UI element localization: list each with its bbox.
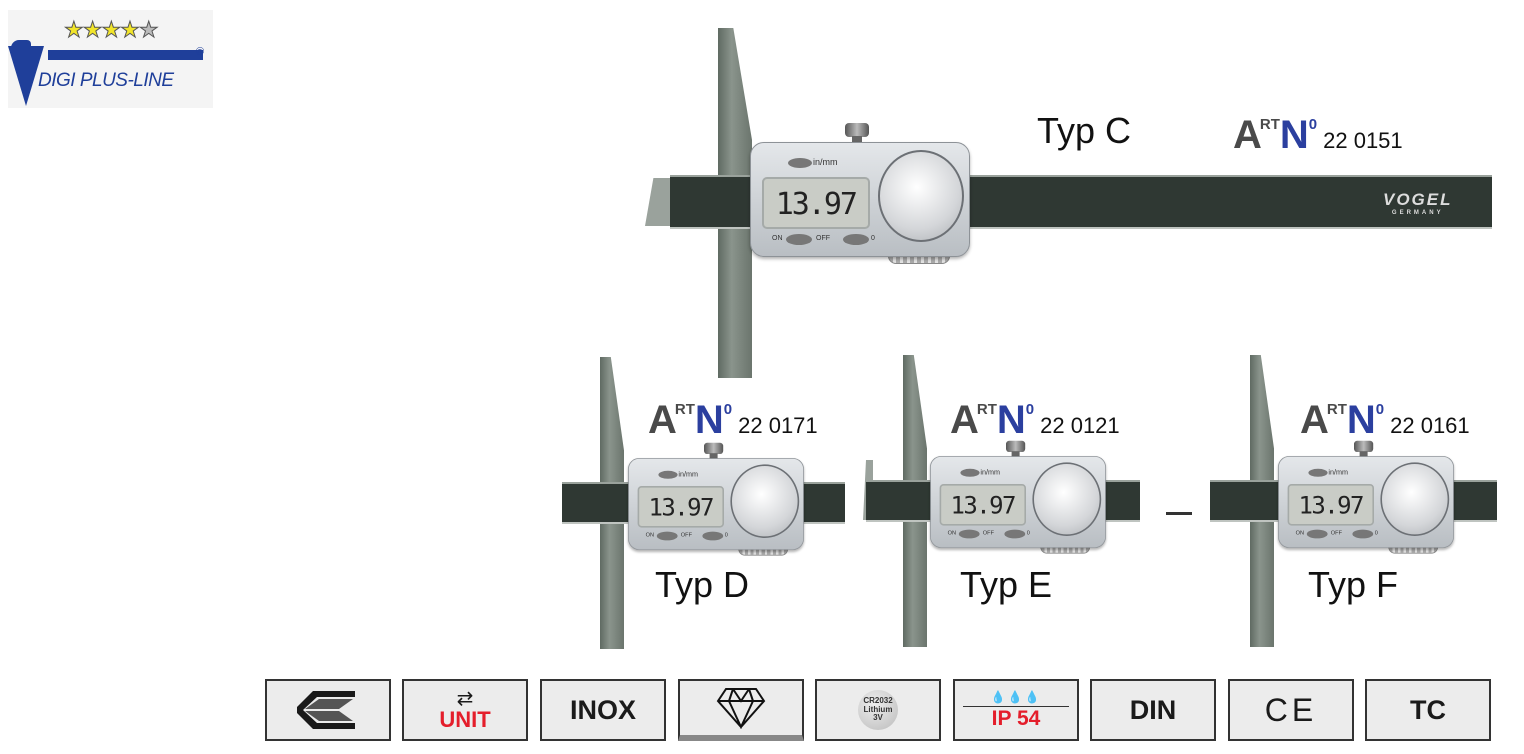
in-mm-button[interactable]	[658, 470, 678, 479]
inox-label: INOX	[569, 694, 636, 725]
in-mm-button[interactable]	[960, 468, 980, 477]
unit-label: UNIT	[439, 707, 491, 732]
unit-switch-icon: ⇄ UNIT	[402, 679, 528, 741]
battery-voltage: 3V	[873, 713, 883, 723]
logo-bar	[48, 50, 203, 60]
water-drops-icon: 💧💧💧	[990, 690, 1042, 704]
ip-label: IP 54	[991, 707, 1041, 730]
digital-display-unit: in/mm 13.97 ON OFF 0	[628, 442, 804, 556]
diamond-icon	[678, 679, 804, 741]
knob-stem	[1011, 451, 1020, 458]
digi-plus-line-logo: ★★★★★ ® DIGI PLUS-LINE	[8, 10, 213, 108]
lcd-screen: 13.97	[637, 486, 724, 528]
ip-rating-icon: 💧💧💧 IP 54	[953, 679, 1079, 741]
on-label: ON	[772, 235, 783, 242]
tc-icon: TC	[1365, 679, 1491, 741]
digital-display-unit: in/mm 13.97 ON OFF 0	[1278, 440, 1454, 554]
off-label: OFF	[816, 235, 830, 242]
battery-chem: Lithium	[863, 704, 893, 714]
thumb-grip	[1380, 462, 1450, 536]
zero-button[interactable]	[702, 531, 724, 541]
lcd-screen: 13.97	[1287, 484, 1374, 526]
on-off-button[interactable]	[656, 531, 678, 541]
type-label: Typ E	[960, 564, 1053, 605]
tc-label: TC	[1410, 694, 1446, 725]
on-label: ON	[645, 532, 654, 538]
measuring-pin	[1166, 512, 1192, 515]
battery-type: CR2032	[863, 696, 893, 706]
thumb-grip	[1032, 462, 1102, 536]
din-icon: DIN	[1090, 679, 1216, 741]
article-number: ARTN022 0171	[648, 398, 818, 442]
type-label: Typ C	[1037, 110, 1132, 151]
lock-knob[interactable]	[704, 442, 724, 454]
zero-label: 0	[1374, 530, 1378, 536]
lcd-reading: 13.97	[775, 187, 858, 222]
on-off-button[interactable]	[958, 529, 980, 539]
zero-label: 0	[1026, 530, 1030, 536]
on-label: ON	[1295, 530, 1304, 536]
lock-knob[interactable]	[1354, 440, 1374, 452]
zero-button[interactable]	[1004, 529, 1026, 539]
din-label: DIN	[1129, 694, 1177, 725]
in-mm-label: in/mm	[1328, 468, 1348, 476]
logo-v-mark	[8, 46, 44, 106]
lcd-screen: 13.97	[939, 484, 1026, 526]
lcd-reading: 13.97	[950, 492, 1017, 520]
ce-label: CE	[1264, 691, 1318, 728]
type-label: Typ D	[655, 564, 750, 605]
zero-button[interactable]	[843, 234, 869, 245]
zero-label: 0	[724, 532, 728, 538]
off-label: OFF	[982, 530, 994, 536]
type-label: Typ F	[1308, 564, 1399, 605]
inox-icon: INOX	[540, 679, 666, 741]
lcd-reading: 13.97	[1298, 492, 1365, 520]
thumb-grip	[730, 464, 800, 538]
on-off-button[interactable]	[1306, 529, 1328, 539]
swap-arrows-icon: ⇄	[456, 688, 474, 710]
knob-stem	[709, 453, 718, 460]
in-mm-button[interactable]	[1308, 468, 1328, 477]
on-off-button[interactable]	[786, 234, 812, 245]
rating-stars: ★★★★★	[64, 17, 160, 42]
in-mm-label: in/mm	[980, 468, 1000, 476]
article-number: ARTN022 0151	[1233, 113, 1403, 157]
knob-stem	[852, 136, 862, 144]
bar-tip	[645, 178, 673, 226]
digital-display-unit: in/mm 13.97 ON OFF 0	[750, 123, 970, 264]
zero-button[interactable]	[1352, 529, 1374, 539]
thumb-grip	[878, 150, 964, 242]
digital-display-unit: in/mm 13.97 ON OFF 0	[930, 440, 1106, 554]
knob-stem	[1359, 451, 1368, 458]
in-mm-label: in/mm	[813, 157, 838, 167]
article-number: ARTN022 0121	[950, 398, 1120, 442]
case-icon	[265, 679, 391, 741]
zero-label: 0	[871, 235, 875, 242]
logo-text: DIGI PLUS-LINE	[38, 70, 174, 91]
off-label: OFF	[680, 532, 692, 538]
lock-knob[interactable]	[845, 123, 869, 137]
in-mm-label: in/mm	[678, 470, 698, 478]
registered-mark: ®	[196, 46, 205, 58]
in-mm-button[interactable]	[788, 158, 812, 168]
lcd-screen: 13.97	[762, 177, 870, 229]
lcd-reading: 13.97	[648, 494, 715, 522]
ce-icon: CE	[1228, 679, 1354, 741]
on-label: ON	[947, 530, 956, 536]
lock-knob[interactable]	[1006, 440, 1026, 452]
off-label: OFF	[1330, 530, 1342, 536]
article-number: ARTN022 0161	[1300, 398, 1470, 442]
